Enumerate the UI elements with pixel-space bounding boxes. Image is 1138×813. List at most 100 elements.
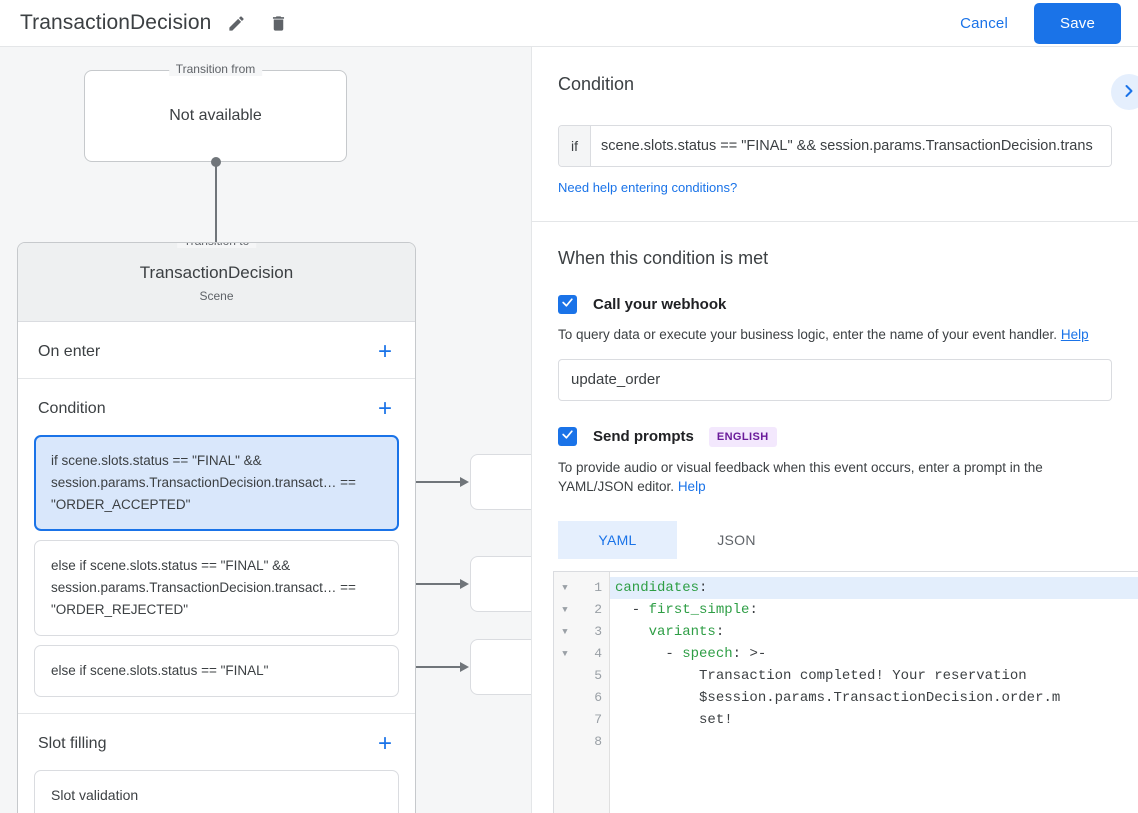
code-line: $session.params.TransactionDecision.orde… <box>610 687 1138 709</box>
code-line: set! <box>610 709 1138 731</box>
code-line: candidates: <box>610 576 1138 599</box>
code-rest: set! <box>699 711 733 728</box>
section-title-on-enter: On enter <box>38 343 101 360</box>
fold-arrow-icon[interactable]: ▼ <box>562 604 568 615</box>
code-indent <box>615 624 649 640</box>
add-condition-button[interactable]: + <box>373 397 397 421</box>
connector-line <box>401 583 461 585</box>
prompts-description-row: To provide audio or visual feedback when… <box>558 458 1112 497</box>
condition-list: if scene.slots.status == "FINAL" && sess… <box>18 435 415 713</box>
prompts-checkbox-row[interactable]: Send prompts ENGLISH <box>558 426 1112 447</box>
gutter-line: ▼4 <box>554 643 609 665</box>
code-key: candidates <box>615 579 700 596</box>
collapse-panel-button[interactable] <box>1111 74 1138 110</box>
fold-arrow-icon[interactable]: ▼ <box>562 648 568 659</box>
when-met-block: When this condition is met Call your web… <box>532 222 1138 559</box>
section-slot-filling: Slot filling + Slot validation <box>18 714 415 813</box>
gutter-line: 6 <box>554 687 609 709</box>
scene-card: Transition to TransactionDecision Scene … <box>17 242 416 813</box>
gutter-line: ▼2 <box>554 599 609 621</box>
edit-button[interactable] <box>219 6 253 40</box>
code-key: speech <box>682 645 733 662</box>
tab-yaml[interactable]: YAML <box>558 520 677 559</box>
add-slot-filling-button[interactable]: + <box>373 732 397 756</box>
connector-line <box>401 481 461 483</box>
editor-gutter[interactable]: ▼1 ▼2 ▼3 ▼4 5 6 7 8 <box>554 571 610 813</box>
editor-code-area[interactable]: candidates: - first_simple: variants: - … <box>610 572 1138 813</box>
gutter-line: 5 <box>554 665 609 687</box>
fold-arrow-icon[interactable]: ▼ <box>562 626 568 637</box>
scene-name: TransactionDecision <box>139 263 294 282</box>
gutter-line: 8 <box>554 731 609 753</box>
webhook-help-link[interactable]: Help <box>1060 327 1089 342</box>
scene-type: Scene <box>199 289 234 303</box>
cancel-button[interactable]: Cancel <box>948 7 1020 40</box>
code-colon: : <box>699 579 708 596</box>
code-indent: - <box>615 601 649 618</box>
condition-panel-title: Condition <box>558 74 635 94</box>
code-line: Transaction completed! Your reservation <box>610 665 1138 687</box>
editor-format-tabs: YAML JSON <box>558 520 1112 559</box>
code-line <box>610 731 1138 753</box>
fold-arrow-icon[interactable]: ▼ <box>562 582 568 593</box>
condition-card-final[interactable]: else if scene.slots.status == "FINAL" <box>34 645 399 697</box>
prompts-label: Send prompts <box>593 428 694 446</box>
code-rest: Transaction completed! Your reservation <box>699 667 1027 684</box>
condition-expression-input[interactable] <box>591 126 1111 166</box>
scene-header[interactable]: TransactionDecision Scene <box>18 243 415 322</box>
line-number: 6 <box>594 690 602 706</box>
condition-card-rejected[interactable]: else if scene.slots.status == "FINAL" &&… <box>34 540 399 636</box>
language-badge: ENGLISH <box>708 426 777 447</box>
code-key: first_simple <box>648 601 750 618</box>
code-indent <box>615 668 699 684</box>
prompts-checkbox[interactable] <box>558 427 577 447</box>
code-line: - speech: >- <box>610 643 1138 665</box>
section-title-condition: Condition <box>38 400 106 417</box>
slot-filling-list: Slot validation <box>18 770 415 813</box>
webhook-label: Call your webhook <box>593 296 727 313</box>
delete-button[interactable] <box>261 6 295 40</box>
condition-input-row[interactable]: if <box>558 125 1112 167</box>
code-rest: $session.params.TransactionDecision.orde… <box>699 689 1061 706</box>
add-on-enter-button[interactable]: + <box>373 340 397 364</box>
webhook-checkbox-row[interactable]: Call your webhook <box>558 295 1112 314</box>
save-button[interactable]: Save <box>1034 2 1121 44</box>
section-condition: Condition + if scene.slots.status == "FI… <box>18 379 415 714</box>
prompts-help-link[interactable]: Help <box>677 479 706 495</box>
webhook-checkbox[interactable] <box>558 295 577 314</box>
webhook-description: To query data or execute your business l… <box>558 327 1058 342</box>
webhook-description-row: To query data or execute your business l… <box>558 325 1112 345</box>
arrow-line <box>215 162 217 257</box>
condition-card-accepted[interactable]: if scene.slots.status == "FINAL" && sess… <box>34 435 399 531</box>
prompts-description: To provide audio or visual feedback when… <box>558 459 1043 495</box>
code-indent <box>615 712 699 728</box>
gutter-line: ▼1 <box>554 577 609 599</box>
yaml-editor[interactable]: ▼1 ▼2 ▼3 ▼4 5 6 7 8 candidates: - first_… <box>553 570 1138 813</box>
details-panel: Condition if Need help entering conditio… <box>531 47 1138 813</box>
section-on-enter: On enter + <box>18 322 415 379</box>
condition-if-prefix: if <box>559 126 591 166</box>
code-key: variants <box>648 623 716 640</box>
connector-arrow-icon <box>460 662 469 672</box>
check-icon <box>561 296 574 314</box>
transition-from-box: Transition from Not available <box>84 62 347 162</box>
condition-block: Condition if Need help entering conditio… <box>532 47 1138 222</box>
section-header-condition: Condition + <box>18 379 415 435</box>
when-met-title: When this condition is met <box>558 248 769 268</box>
line-number: 3 <box>594 624 602 640</box>
line-number: 5 <box>594 668 602 684</box>
line-number: 4 <box>594 646 602 662</box>
code-colon: : <box>715 623 725 640</box>
event-handler-input[interactable] <box>558 358 1112 401</box>
line-number: 7 <box>594 712 602 728</box>
transition-from-legend: Transition from <box>168 62 263 76</box>
line-number: 8 <box>594 734 602 750</box>
gutter-line: 7 <box>554 709 609 731</box>
code-line: - first_simple: <box>610 599 1138 621</box>
tab-json[interactable]: JSON <box>677 521 796 559</box>
slot-validation-card[interactable]: Slot validation <box>34 770 399 813</box>
top-bar: TransactionDecision Cancel Save <box>0 0 1138 47</box>
condition-help-link[interactable]: Need help entering conditions? <box>558 180 738 195</box>
trash-icon <box>269 14 288 33</box>
